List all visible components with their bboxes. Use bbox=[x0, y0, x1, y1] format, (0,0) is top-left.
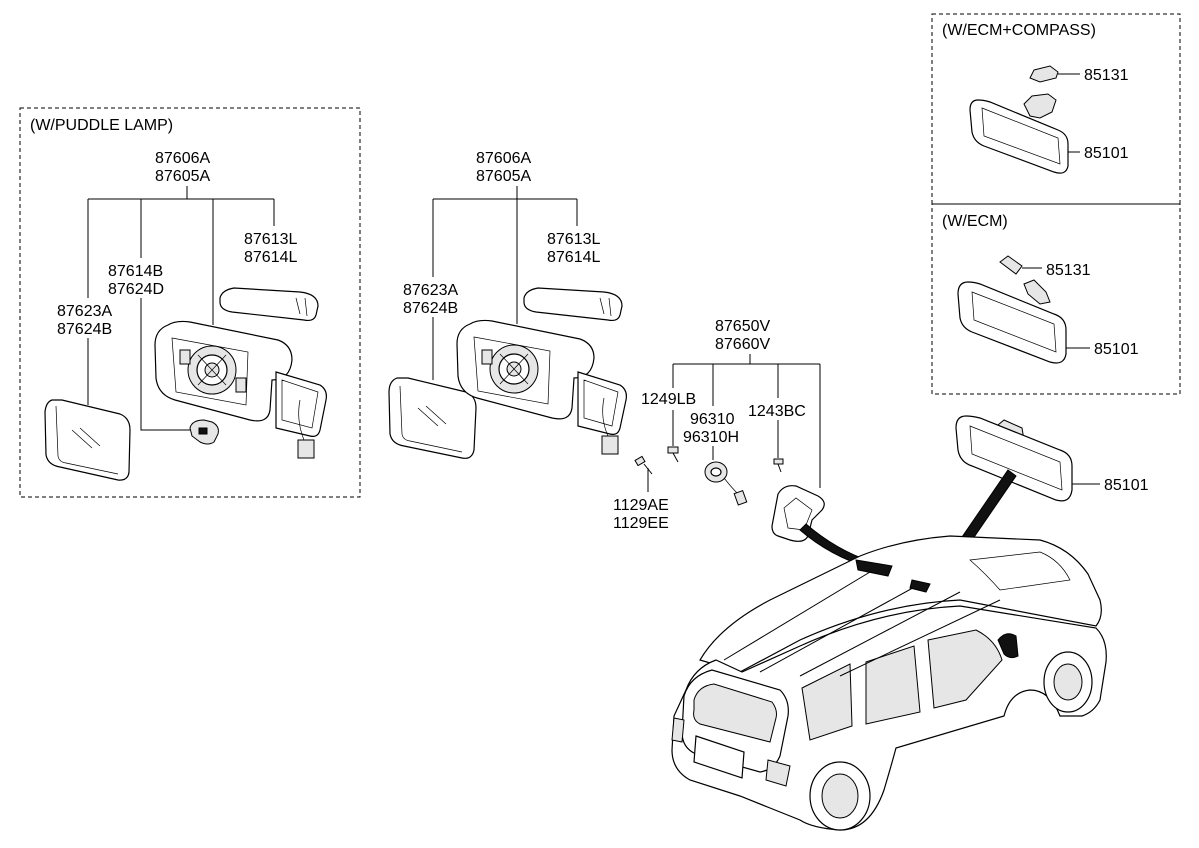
label-1129EE: 1129EE bbox=[613, 515, 669, 532]
left-mirror-bracket bbox=[275, 371, 327, 437]
label-left-87624B: 87624B bbox=[57, 321, 112, 338]
ecm-group-box bbox=[931, 203, 1181, 395]
screw-1249LB bbox=[667, 446, 679, 463]
label-mid-87605A: 87605A bbox=[476, 168, 531, 185]
ecm-mirror: 85131 85101 bbox=[957, 255, 1139, 364]
label-left-87624D: 87624D bbox=[108, 281, 164, 298]
label-ecm-compass-85131: 85131 bbox=[1084, 67, 1129, 84]
ecm-compass-group-title: (W/ECM+COMPASS) bbox=[942, 22, 1096, 39]
label-left-87614L: 87614L bbox=[244, 249, 297, 266]
label-left-87614B: 87614B bbox=[108, 263, 163, 280]
label-ecm-compass-85101: 85101 bbox=[1084, 145, 1129, 162]
label-base-85101: 85101 bbox=[1104, 477, 1149, 494]
label-1243BC: 1243BC bbox=[748, 403, 806, 420]
label-87660V: 87660V bbox=[715, 336, 770, 353]
middle-mirror-glass bbox=[388, 377, 477, 459]
label-mid-87623A: 87623A bbox=[403, 282, 458, 299]
ecm-compass-group-box bbox=[931, 13, 1181, 205]
label-mid-87613L: 87613L bbox=[547, 231, 600, 248]
label-ecm-85131: 85131 bbox=[1046, 262, 1091, 279]
left-mirror-cover bbox=[219, 287, 319, 322]
label-87650V: 87650V bbox=[715, 318, 770, 335]
label-1249LB: 1249LB bbox=[641, 391, 696, 408]
label-mid-87614L: 87614L bbox=[547, 249, 600, 266]
label-left-87613L: 87613L bbox=[244, 231, 297, 248]
label-left-87606A: 87606A bbox=[155, 150, 210, 167]
label-mid-87624B: 87624B bbox=[403, 300, 458, 317]
middle-mirror-assembly: 87606A 87605A 87613L 87614L 87623A 87624… bbox=[388, 150, 669, 532]
ecm-group-title: (W/ECM) bbox=[942, 213, 1008, 230]
label-ecm-85101: 85101 bbox=[1094, 341, 1139, 358]
label-mid-87606A: 87606A bbox=[476, 150, 531, 167]
ecm-compass-mirror: 85131 85101 bbox=[969, 65, 1129, 174]
label-1129AE: 1129AE bbox=[613, 497, 669, 514]
label-96310: 96310 bbox=[690, 411, 735, 428]
left-mirror-glass bbox=[44, 399, 131, 481]
base-rear-view-mirror: 85101 bbox=[955, 415, 1149, 502]
switch-garnish-assembly: 87650V 87660V 1249LB 96310 96310H 1243BC bbox=[641, 318, 825, 542]
puddle-lamp-group-box bbox=[19, 107, 361, 498]
label-96310H: 96310H bbox=[683, 429, 739, 446]
vehicle-illustration bbox=[671, 535, 1107, 831]
puddle-lamp-group-title: (W/PUDDLE LAMP) bbox=[30, 117, 173, 134]
screw-1129AE bbox=[634, 455, 653, 492]
speaker-96310 bbox=[704, 461, 748, 506]
screw-1243BC bbox=[773, 458, 784, 473]
middle-mirror-bracket bbox=[577, 371, 627, 435]
left-mirror-assembly: 87606A 87605A 87613L 87614L 87614B 87624… bbox=[44, 150, 327, 481]
middle-mirror-cover bbox=[523, 287, 623, 322]
label-left-87623A: 87623A bbox=[57, 303, 112, 320]
label-left-87605A: 87605A bbox=[155, 168, 210, 185]
